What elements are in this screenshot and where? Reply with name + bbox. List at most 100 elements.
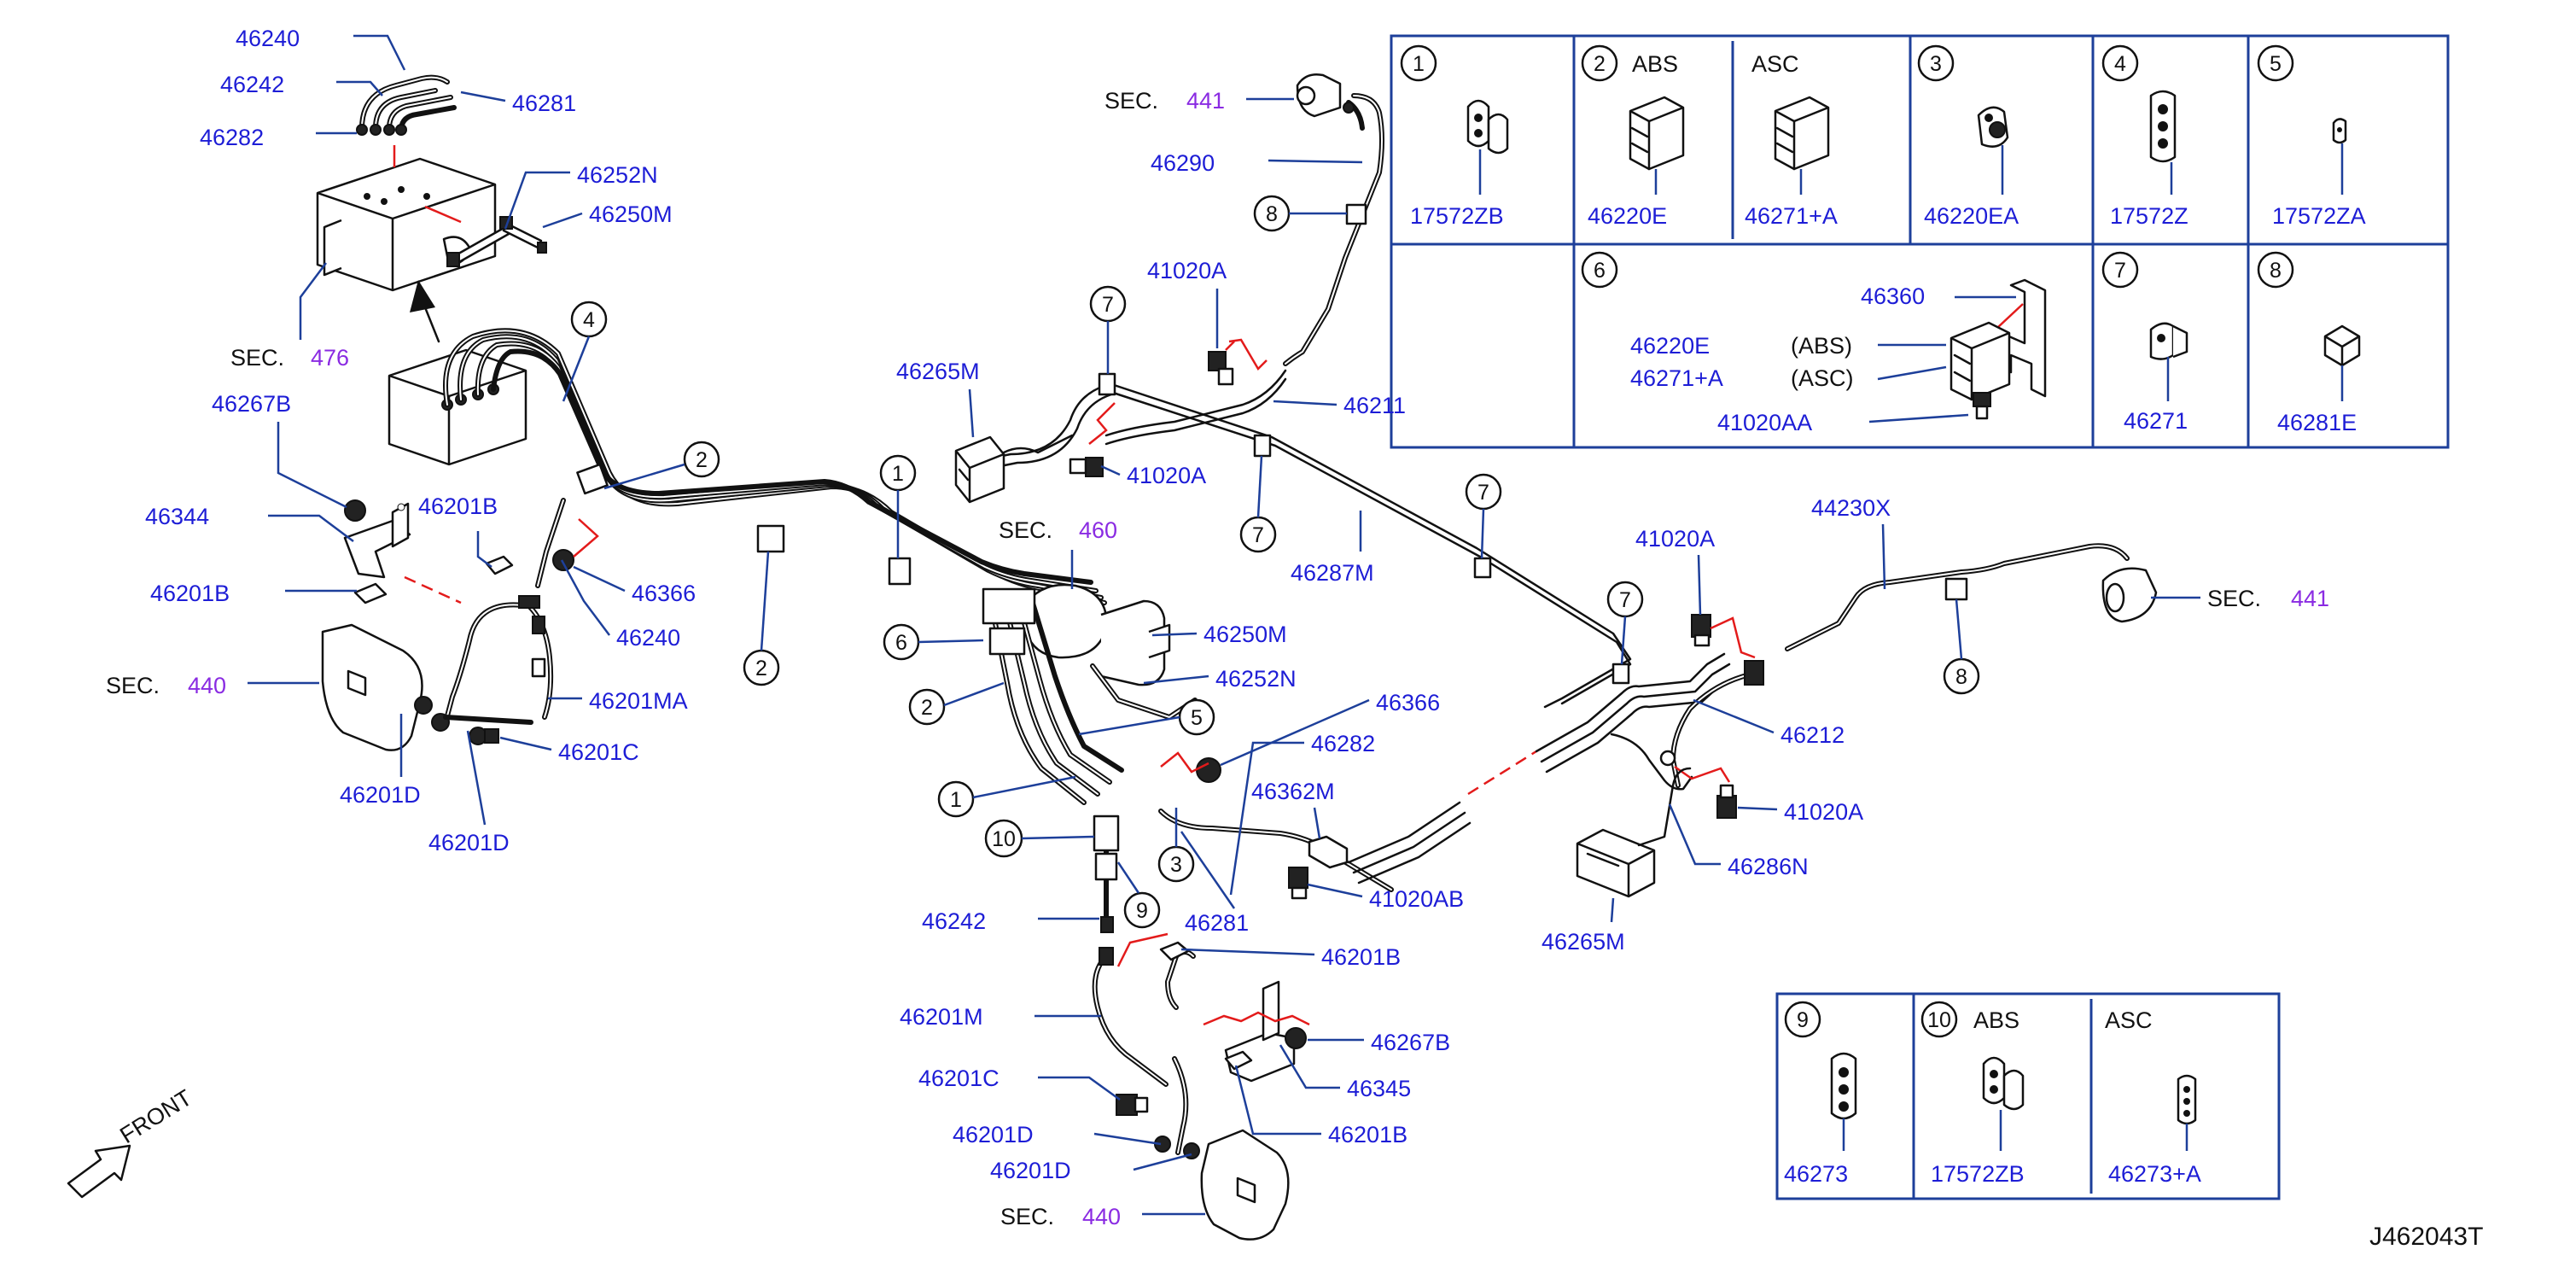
part-46250M-top: 46250M: [589, 201, 673, 227]
callout-8a: 8: [1266, 202, 1278, 226]
legend-part-46281E: 46281E: [2277, 410, 2357, 435]
clip-46362m-icon: [1308, 835, 1349, 869]
callout-9: 9: [1136, 899, 1148, 923]
legend-part-46271A-asc: 46271+A: [1630, 365, 1723, 391]
bracket-46345-icon: [1224, 980, 1307, 1083]
bolt-41020a-3-icon: [1691, 614, 1711, 647]
clip-46220ea-icon: [1977, 106, 2009, 148]
main-pipe-bundle: [443, 328, 1107, 605]
part-46201D-left-b: 46201D: [428, 830, 510, 855]
sec-label-1: SEC.: [1104, 88, 1158, 114]
part-46281-top: 46281: [512, 90, 576, 116]
callout-8b: 8: [1955, 665, 1967, 689]
clip-legend-top: 1 17572ZB 2 ABS ASC 46220E 46271+A: [1390, 34, 2450, 449]
sec-label-4: SEC.: [999, 517, 1052, 543]
callout-10: 10: [992, 827, 1016, 851]
part-46201B-left-upper: 46201B: [418, 493, 498, 519]
legend-part-46220E-abs: 46220E: [1630, 333, 1710, 359]
clip-46201b-d-icon: [1224, 1050, 1253, 1071]
sec-label-5: SEC.: [2207, 586, 2261, 611]
caliper-right-icon: [1200, 1129, 1290, 1241]
legend-asc-label: ASC: [1751, 51, 1799, 77]
part-46240-top: 46240: [236, 26, 300, 51]
clip-46201b-b-icon: [353, 582, 388, 604]
callout-2a: 2: [696, 448, 708, 472]
part-41020A-right-top: 41020A: [1635, 526, 1715, 552]
legend-part-46273: 46273: [1784, 1161, 1848, 1187]
clip-46201b-a-icon: [485, 555, 514, 575]
union-sec441-top-icon: [1296, 73, 1342, 118]
callout-4: 4: [583, 308, 595, 332]
bolt-46201c-b-icon: [1116, 1094, 1149, 1116]
sec-num-476: 476: [311, 345, 349, 371]
callouts: 1 2 2 3 4 5 6 7 7 7 7 8 8 9 10 1 2: [562, 195, 1980, 929]
clip-46265m-right-icon: [1576, 828, 1656, 898]
legend-part-46271: 46271: [2124, 408, 2188, 434]
bolt-46252n-icon: [446, 225, 510, 267]
sec-num-440-right: 440: [1082, 1204, 1121, 1229]
legend-callout-3: 3: [1930, 52, 1942, 76]
callout-1b: 1: [950, 788, 962, 812]
part-46282-top: 46282: [200, 125, 264, 150]
bracket-46344-icon: [343, 499, 411, 579]
part-46250M-mid: 46250M: [1203, 622, 1287, 647]
legend-part-46273A: 46273+A: [2108, 1161, 2201, 1187]
legend-callout-7: 7: [2114, 259, 2126, 283]
part-46242-mid: 46242: [922, 908, 986, 934]
part-46287M: 46287M: [1291, 560, 1374, 586]
abs-clip-icon: [1629, 96, 1685, 171]
legend-part-17572ZA: 17572ZA: [2272, 203, 2366, 229]
part-46366-left: 46366: [632, 581, 696, 606]
part-46242-top: 46242: [220, 72, 284, 97]
legend-asc-note: (ASC): [1791, 365, 1854, 391]
legend-part-17572ZB-2: 17572ZB: [1931, 1161, 2025, 1187]
legend-part-46271A: 46271+A: [1745, 203, 1838, 229]
callout-2c: 2: [921, 696, 933, 720]
clip-46273-icon: [1830, 1052, 1857, 1120]
legend-callout-4: 4: [2114, 52, 2126, 76]
clip-6-icon: [1949, 321, 2011, 401]
legend-part-17572Z: 17572Z: [2110, 203, 2188, 229]
clip-17572za-icon: [2332, 118, 2347, 144]
part-46252N-top: 46252N: [577, 162, 658, 188]
abs-actuator-installed: [388, 348, 527, 466]
legend-part-46220E: 46220E: [1588, 203, 1667, 229]
sec-label-6: SEC.: [1000, 1204, 1054, 1229]
part-46252N-mid: 46252N: [1215, 666, 1297, 692]
legend-abs-label: ABS: [1632, 51, 1678, 77]
part-46201D-right-a: 46201D: [953, 1122, 1034, 1147]
part-41020A-mid: 41020A: [1127, 463, 1206, 488]
part-46366-mid: 46366: [1376, 690, 1440, 715]
part-41020AB: 41020AB: [1369, 886, 1464, 912]
legend-abs-label-2: ABS: [1973, 1007, 2019, 1033]
part-46282-mid: 46282: [1311, 731, 1375, 756]
callout-7b: 7: [1252, 523, 1264, 547]
callout-5: 5: [1191, 706, 1203, 730]
abs-actuator-exploded: [316, 157, 497, 292]
part-46212: 46212: [1780, 722, 1845, 748]
callout-1a: 1: [892, 462, 904, 486]
legend-part-46220EA: 46220EA: [1924, 203, 2019, 229]
callout-3: 3: [1170, 853, 1182, 877]
part-46211: 46211: [1343, 393, 1406, 418]
callout-2b: 2: [755, 657, 767, 680]
part-46201B-right-lower: 46201B: [1328, 1122, 1407, 1147]
part-44230X: 44230X: [1811, 495, 1891, 521]
front-arrow-icon: [67, 1144, 131, 1199]
legend-callout-8: 8: [2270, 259, 2282, 283]
legend-callout-9: 9: [1797, 1008, 1809, 1032]
bolt-46201c-a-icon: [469, 727, 499, 745]
clip-46201b-c-icon: [1159, 941, 1190, 961]
legend-part-41020AA: 41020AA: [1717, 410, 1812, 435]
sec-label-2: SEC.: [230, 345, 284, 371]
sec-label-3: SEC.: [106, 673, 160, 698]
clip-46271-icon: [2149, 322, 2188, 360]
diagram-id: J462043T: [2369, 1223, 2483, 1251]
clip-46273a-icon: [2177, 1074, 2197, 1125]
legend-abs-note: (ABS): [1791, 333, 1852, 359]
clip-17572zb-icon: [1466, 99, 1509, 155]
sec-num-441-top: 441: [1186, 88, 1225, 114]
part-46362M: 46362M: [1251, 779, 1335, 804]
part-46201M: 46201M: [900, 1004, 983, 1030]
